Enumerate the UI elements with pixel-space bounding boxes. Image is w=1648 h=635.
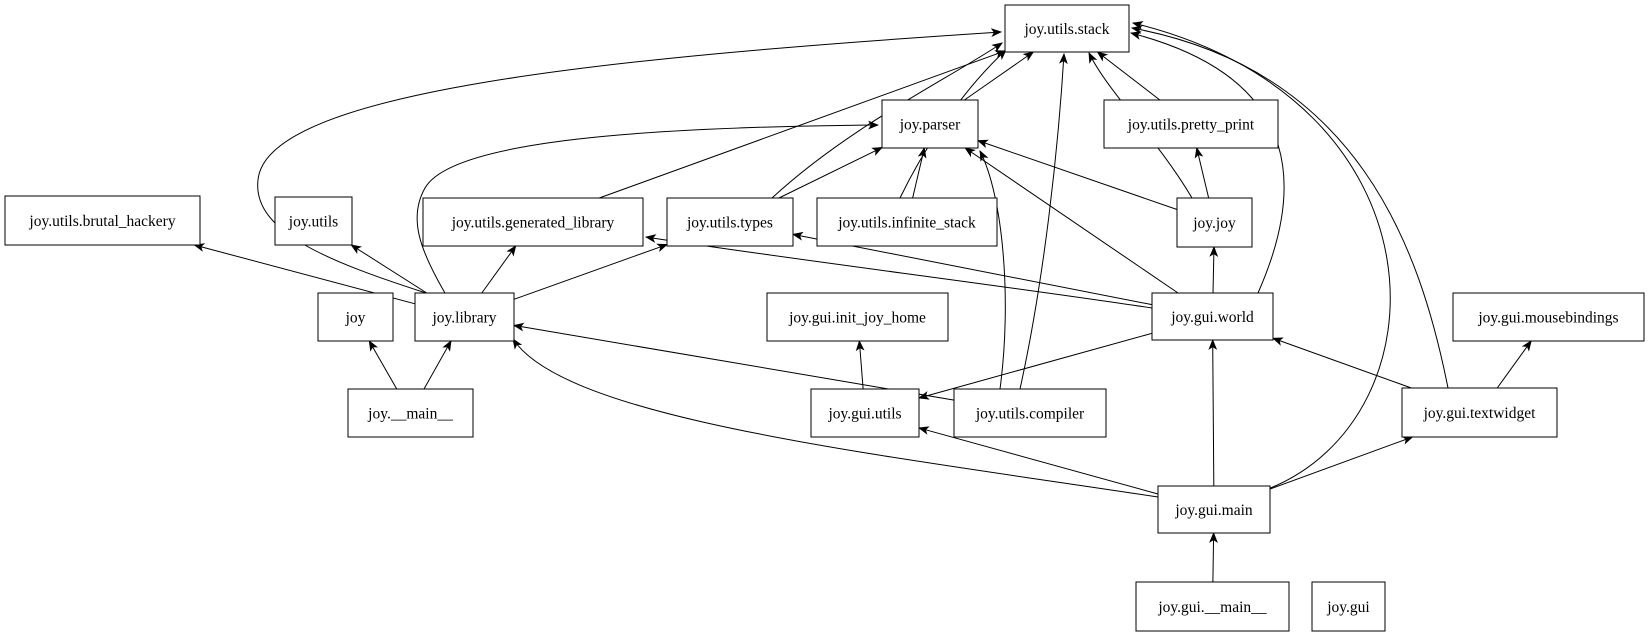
edge-library-to-parser [416,120,880,294]
node-label-world: joy.gui.world [1170,309,1254,326]
node-mousebindings: joy.gui.mousebindings [1452,292,1645,342]
edge-types-to-parser [778,147,883,199]
node-label-compiler: joy.utils.compiler [975,406,1085,423]
node-box-generated_library [422,197,644,247]
node-box-brutal_hackery [4,195,201,246]
node-init_joy_home: joy.gui.init_joy_home [766,292,949,342]
edge-gui_main-to-stack [1131,21,1391,490]
node-utils: joy.utils [274,196,353,246]
node-textwidget: joy.gui.textwidget [1401,387,1558,438]
edge-gui_main-to-gui_utils [917,426,1159,495]
node-box-compiler [953,388,1107,438]
edge-joy_main-to-library [423,340,452,390]
node-joy_main: joy.__main__ [347,388,474,438]
edge-parser-to-stack [964,51,1035,101]
node-joy: joy [317,292,394,342]
edge-world-to-stack [1129,31,1285,294]
node-box-stack [1004,4,1130,53]
node-parser: joy.parser [881,99,979,149]
node-infinite_stack: joy.utils.infinite_stack [816,197,998,247]
node-box-gui_main [1157,485,1271,534]
edge-joy_main-to-joy [368,340,398,390]
edge-joy_joy-to-parser [976,139,1178,210]
edge-gui_main-to-textwidget [1269,436,1414,490]
edge-world-to-joy_joy [1209,245,1219,294]
node-gui_main: joy.gui.main [1157,485,1271,534]
node-box-utils [274,196,353,246]
node-pretty_print: joy.utils.pretty_print [1103,99,1279,149]
edge-world-to-gui_utils [917,332,1153,400]
node-label-joy: joy [345,310,366,327]
node-label-gui_main: joy.gui.main [1174,502,1253,519]
node-box-library [414,292,515,342]
node-box-mousebindings [1452,292,1645,342]
edge-library-to-types [513,243,669,300]
node-gui_utils: joy.gui.utils [810,388,920,438]
node-label-brutal_hackery: joy.utils.brutal_hackery [28,213,175,230]
node-box-textwidget [1401,387,1558,438]
edge-textwidget-to-mousebindings [1496,340,1532,389]
node-label-utils: joy.utils [288,214,338,231]
edge-library-to-utils [350,244,428,294]
node-label-gui_utils: joy.gui.utils [827,406,901,423]
node-box-init_joy_home [766,292,949,342]
edge-gui_main_main-to-gui_main [1209,531,1218,583]
node-box-types [666,197,794,247]
node-box-joy_main [347,388,474,438]
edge-compiler-to-stack [1019,52,1068,390]
node-gui: joy.gui [1311,581,1386,632]
node-world: joy.gui.world [1151,292,1274,341]
node-library: joy.library [414,292,515,342]
node-brutal_hackery: joy.utils.brutal_hackery [4,195,201,246]
node-types: joy.utils.types [666,197,794,247]
edge-textwidget-to-world [1271,337,1412,389]
node-label-library: joy.library [432,310,497,327]
node-box-joy_joy [1176,197,1253,248]
node-label-infinite_stack: joy.utils.infinite_stack [837,215,976,232]
node-box-pretty_print [1103,99,1279,149]
node-box-parser [881,99,979,149]
edge-joy_joy-to-pretty_print [1194,146,1210,199]
node-label-joy_joy: joy.joy [1192,215,1236,232]
edge-pretty_print-to-stack [1096,51,1161,101]
node-label-mousebindings: joy.gui.mousebindings [1477,310,1618,327]
node-box-gui_main_main [1135,581,1290,632]
edge-textwidget-to-stack [1130,25,1449,389]
node-stack: joy.utils.stack [1004,4,1130,53]
node-box-joy [317,292,394,342]
edge-gui_utils-to-init_joy_home [855,339,865,390]
node-compiler: joy.utils.compiler [953,388,1107,438]
edge-generated_library-to-stack [599,50,1007,199]
node-label-init_joy_home: joy.gui.init_joy_home [788,310,926,327]
edge-library-to-stack [257,28,1003,294]
node-label-gui_main_main: joy.gui.__main__ [1157,599,1267,616]
node-joy_joy: joy.joy [1176,197,1253,248]
node-label-types: joy.utils.types [686,215,773,232]
graph-nodes: joy.utils.stack joy.parser joy.utils.prett… [4,4,1645,632]
node-label-textwidget: joy.gui.textwidget [1423,405,1536,422]
node-label-parser: joy.parser [899,117,961,134]
edge-compiler-to-parser [979,150,1006,390]
edge-gui_main-to-library [512,338,1159,498]
edge-world-to-parser [964,147,1179,294]
node-label-gui: joy.gui [1326,599,1370,616]
edge-gui_main-to-world [1208,338,1218,487]
node-box-infinite_stack [816,197,998,247]
node-box-gui [1311,581,1386,632]
edge-compiler-to-library [512,322,955,401]
node-label-generated_library: joy.utils.generated_library [451,215,615,232]
node-box-world [1151,292,1274,341]
edge-library-to-generated_library [481,245,517,294]
node-box-gui_utils [810,388,920,438]
node-label-pretty_print: joy.utils.pretty_print [1127,117,1255,134]
node-label-joy_main: joy.__main__ [367,406,453,423]
node-generated_library: joy.utils.generated_library [422,197,644,247]
node-gui_main_main: joy.gui.__main__ [1135,581,1290,632]
node-label-stack: joy.utils.stack [1023,21,1109,38]
